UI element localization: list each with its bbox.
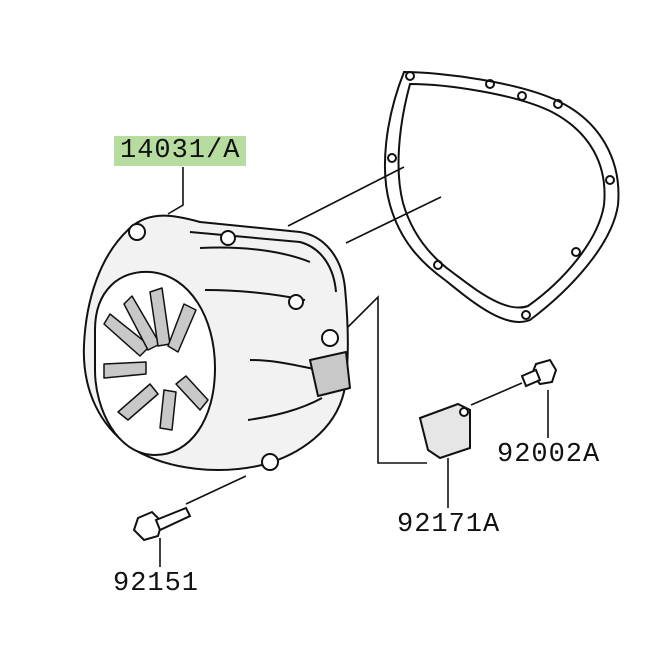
gasket-hole bbox=[485, 79, 495, 89]
gasket-hole bbox=[517, 91, 527, 101]
gasket-inner bbox=[397, 82, 606, 309]
bolt-shank bbox=[154, 506, 192, 532]
gasket-drawing bbox=[383, 70, 620, 323]
part-number-clamp: 92171A bbox=[397, 510, 501, 540]
bolt-head bbox=[132, 510, 164, 542]
cover-boss bbox=[220, 230, 236, 246]
part-number-cover: 14031/A bbox=[114, 136, 247, 166]
cover-rib bbox=[247, 397, 323, 421]
cover-boss bbox=[261, 453, 279, 471]
cover-vent bbox=[149, 287, 171, 347]
clamp-hole bbox=[459, 407, 469, 417]
bolt-drawing bbox=[132, 506, 192, 542]
cover-vent bbox=[175, 375, 209, 411]
gasket-hole bbox=[387, 153, 397, 163]
cover-drawing bbox=[82, 214, 351, 471]
clamp-drawing bbox=[418, 402, 471, 460]
cover-rib bbox=[199, 246, 311, 263]
cover-boss bbox=[288, 294, 304, 310]
gasket-hole bbox=[433, 260, 443, 270]
screw-drawing bbox=[520, 358, 558, 388]
cover-vent bbox=[123, 295, 161, 351]
gasket-hole bbox=[405, 71, 415, 81]
gasket-hole bbox=[521, 310, 531, 320]
leader-cover-gasket-bottom bbox=[345, 196, 442, 244]
leader-cover-gasket-top bbox=[287, 166, 405, 227]
cover-boss bbox=[128, 223, 146, 241]
screw-shank bbox=[520, 368, 542, 388]
part-number-screw: 92002A bbox=[497, 440, 601, 470]
leader-screw-clamp bbox=[470, 382, 523, 406]
part-number-bolt: 92151 bbox=[113, 569, 200, 599]
cover-rim bbox=[189, 231, 337, 293]
leader-lines bbox=[159, 166, 549, 567]
cover-sensor-housing bbox=[309, 351, 351, 397]
cover-vent bbox=[159, 389, 177, 431]
gasket-outer bbox=[383, 70, 620, 323]
cover-vent bbox=[117, 383, 159, 421]
cover-vent bbox=[103, 361, 147, 379]
cover-bosses bbox=[128, 223, 339, 471]
clamp-body bbox=[418, 402, 471, 460]
cover-boss bbox=[321, 329, 339, 347]
leader-cover bbox=[167, 167, 184, 215]
cover-vent bbox=[103, 313, 151, 357]
leader-clamp-bracket bbox=[346, 295, 427, 464]
gasket-hole bbox=[571, 247, 581, 257]
leader-bolt bbox=[185, 475, 247, 505]
cover-vents bbox=[103, 287, 209, 431]
gasket-hole bbox=[605, 175, 615, 185]
gasket-hole bbox=[553, 99, 563, 109]
cover-vent bbox=[167, 303, 197, 353]
